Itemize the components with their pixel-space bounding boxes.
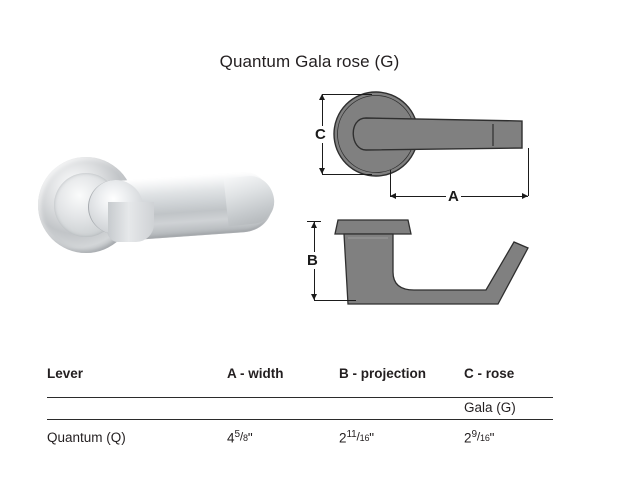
- dim-c-arrow-bottom: [319, 168, 325, 174]
- side-rose-plate: [334, 219, 412, 235]
- front-lever-arm: [352, 117, 523, 151]
- table-header-row: Lever A - width B - projection C - rose: [47, 366, 553, 398]
- column-header-c-rose: C - rose: [464, 366, 515, 381]
- dim-a-ext-right: [528, 148, 529, 196]
- subheader-a: [227, 397, 339, 420]
- cell-a-width: 4 5/8": [227, 420, 339, 452]
- front-view-drawing: C A: [300, 88, 550, 208]
- cell-b-projection: 2 11/16": [339, 420, 464, 452]
- a-unit: ": [247, 430, 253, 446]
- c-fraction: 9/16: [471, 429, 490, 444]
- side-lever-body: [343, 233, 529, 305]
- c-unit: ": [489, 430, 495, 446]
- table-row: Quantum (Q) 4 5/8" 2 11/16" 2 9/16": [47, 420, 553, 452]
- dim-a-label: A: [446, 188, 461, 205]
- page-title: Quantum Gala rose (G): [219, 52, 400, 71]
- dim-c-ext-top: [322, 94, 372, 95]
- column-header-lever: Lever: [47, 366, 84, 381]
- subheader-lever: [47, 397, 227, 420]
- specifications-table: Lever A - width B - projection C - rose …: [47, 366, 553, 451]
- column-header-b-projection: B - projection: [339, 366, 426, 381]
- table-subheader-row: Gala (G): [47, 397, 553, 420]
- dim-a-ext-left: [390, 170, 391, 196]
- subheader-c-rose-family: Gala (G): [464, 397, 553, 420]
- front-view-svg: [333, 91, 523, 177]
- b-fraction: 11/16: [346, 429, 370, 444]
- column-header-a-width: A - width: [227, 366, 284, 381]
- side-view-svg: [334, 219, 529, 305]
- dim-c-arrow-top: [319, 94, 325, 100]
- dim-b-ext-bottom: [314, 300, 356, 301]
- dim-c-ext-bottom: [322, 174, 372, 175]
- product-photo: [30, 140, 277, 270]
- b-unit: ": [369, 430, 375, 446]
- dim-b-ext-top: [307, 221, 321, 222]
- dim-b-label: B: [305, 252, 320, 269]
- cell-c-rose: 2 9/16": [464, 420, 553, 452]
- photo-lever-neck: [108, 202, 154, 242]
- dim-b-arrow-top: [311, 222, 317, 228]
- subheader-b: [339, 397, 464, 420]
- side-view-drawing: B: [290, 212, 550, 324]
- b-whole: 2: [339, 430, 347, 446]
- dim-a-arrow-right: [522, 193, 528, 199]
- c-whole: 2: [464, 430, 472, 446]
- a-fraction: 5/8: [234, 429, 249, 444]
- dim-b-arrow-bottom: [311, 294, 317, 300]
- dim-c-label: C: [313, 126, 328, 143]
- photo-lever-tip: [223, 173, 277, 227]
- a-whole: 4: [227, 430, 235, 446]
- cell-lever-name: Quantum (Q): [47, 429, 126, 445]
- dim-a-arrow-left: [390, 193, 396, 199]
